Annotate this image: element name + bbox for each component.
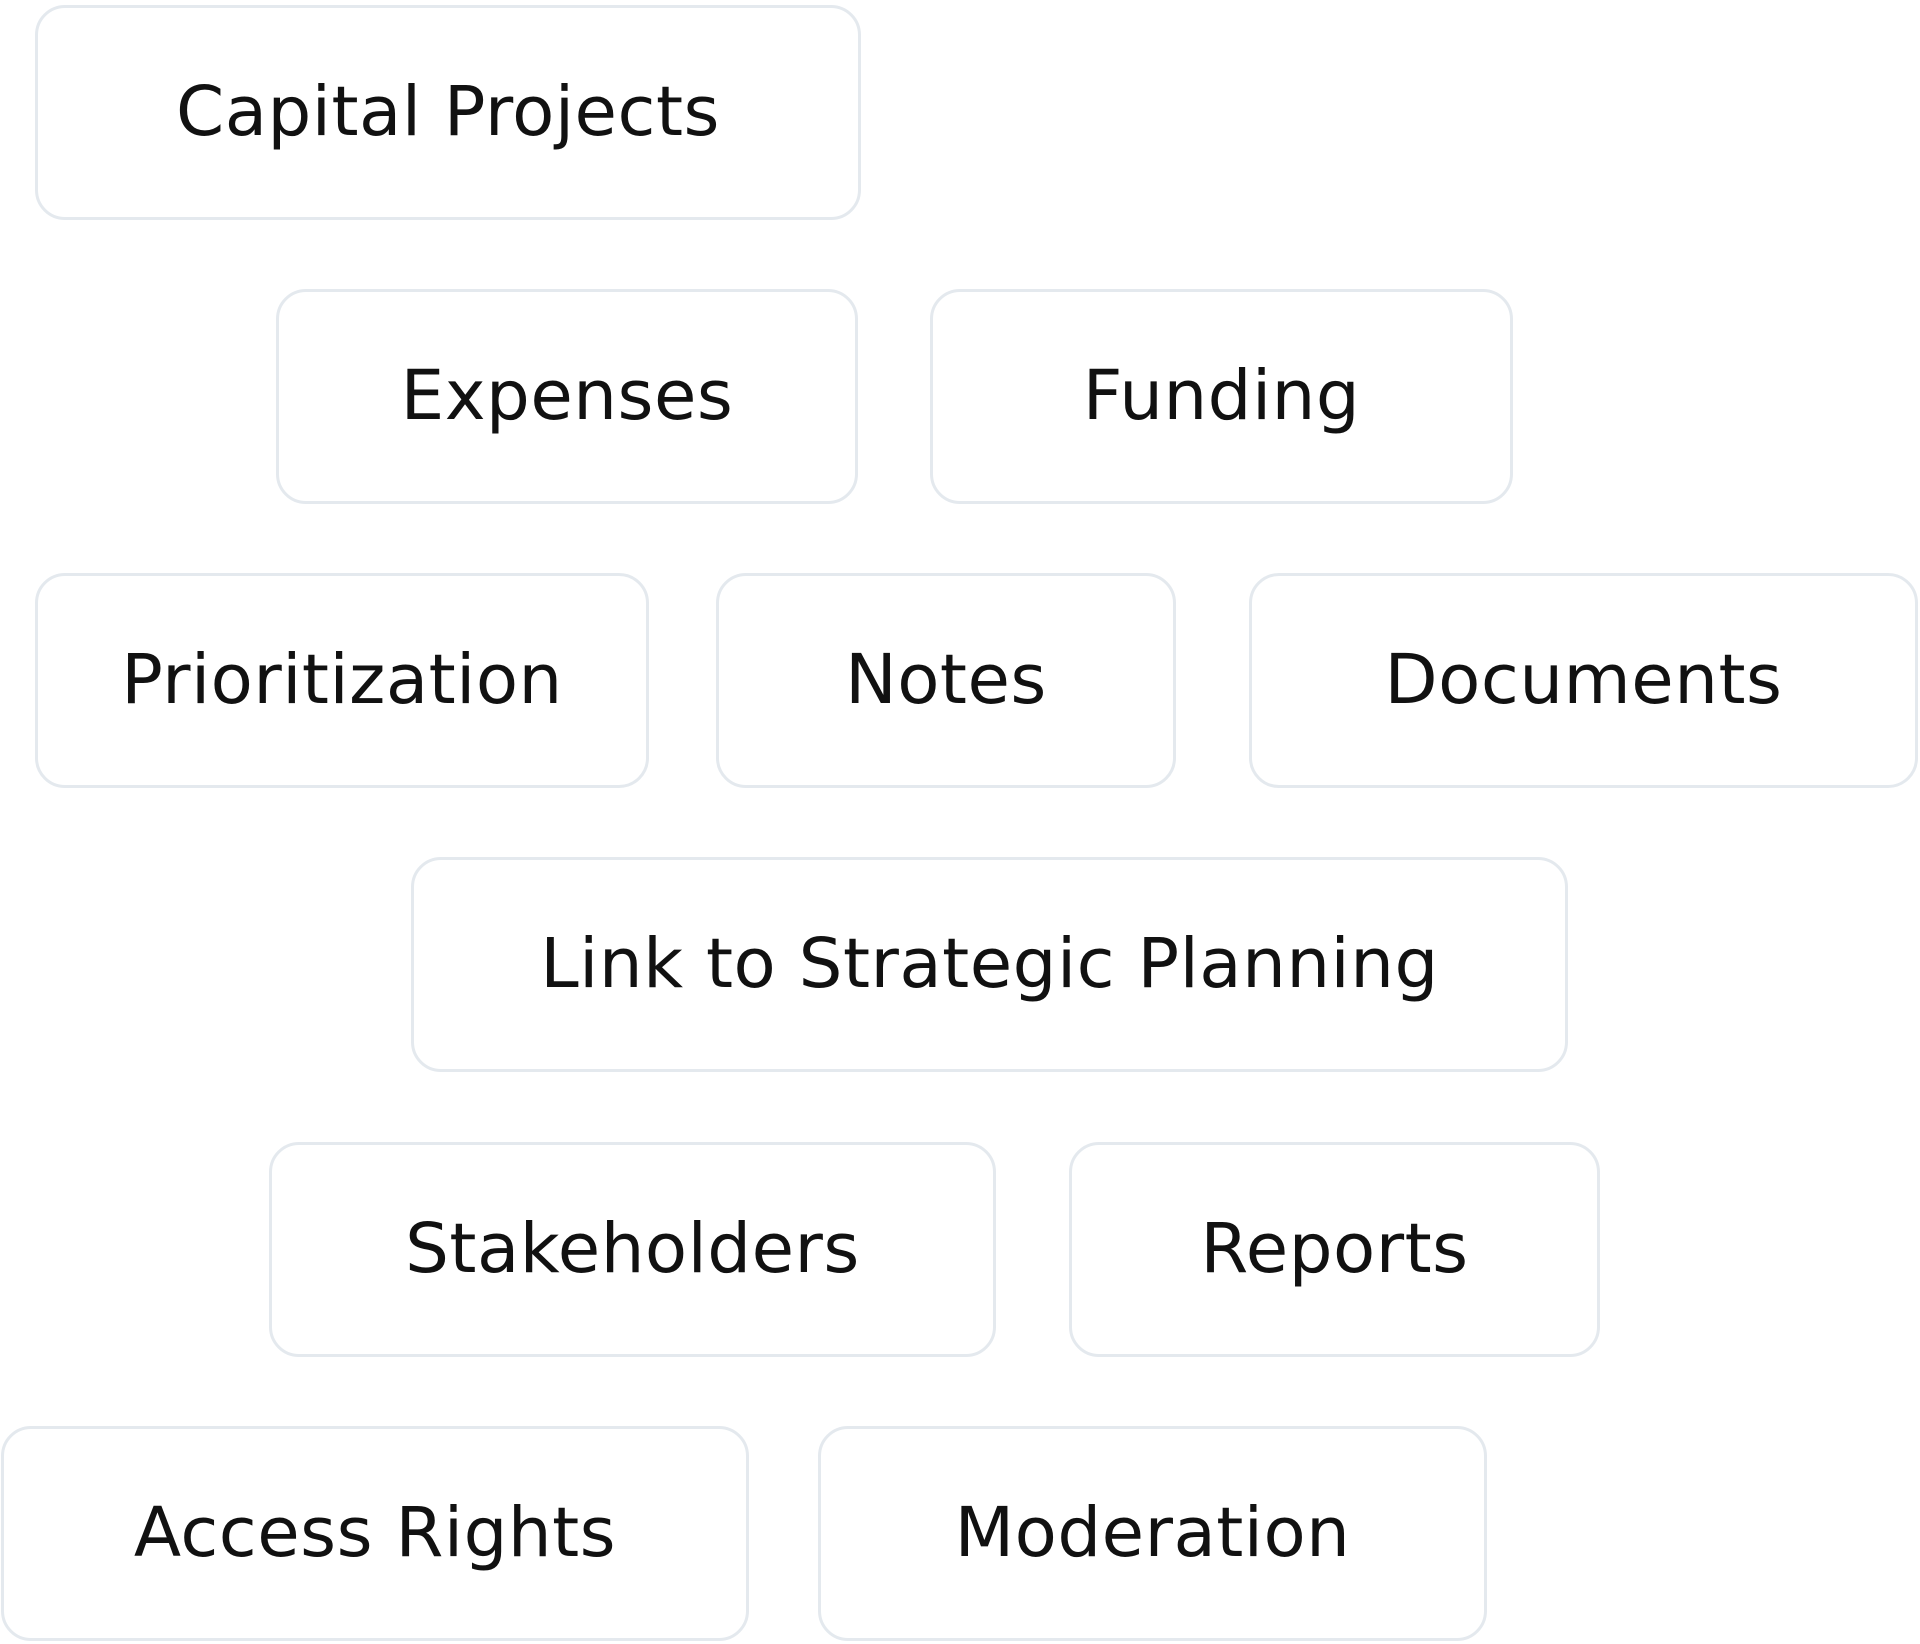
chip-capital-projects[interactable]: Capital Projects bbox=[35, 5, 861, 220]
chip-expenses[interactable]: Expenses bbox=[276, 289, 858, 504]
chip-moderation[interactable]: Moderation bbox=[818, 1426, 1487, 1641]
chip-reports[interactable]: Reports bbox=[1069, 1142, 1600, 1357]
chip-prioritization[interactable]: Prioritization bbox=[35, 573, 649, 788]
chip-label: Prioritization bbox=[121, 640, 563, 720]
chip-funding[interactable]: Funding bbox=[930, 289, 1513, 504]
chip-label: Access Rights bbox=[133, 1493, 617, 1573]
chip-label: Documents bbox=[1384, 640, 1783, 720]
chip-label: Capital Projects bbox=[176, 72, 720, 152]
chip-label: Moderation bbox=[954, 1493, 1351, 1573]
chip-label: Link to Strategic Planning bbox=[540, 924, 1439, 1004]
chip-access-rights[interactable]: Access Rights bbox=[1, 1426, 749, 1641]
chip-notes[interactable]: Notes bbox=[716, 573, 1176, 788]
chip-documents[interactable]: Documents bbox=[1249, 573, 1918, 788]
chip-label: Notes bbox=[845, 640, 1047, 720]
chip-label: Reports bbox=[1200, 1209, 1469, 1289]
chip-label: Funding bbox=[1082, 356, 1361, 436]
chip-link-to-strategic-planning[interactable]: Link to Strategic Planning bbox=[411, 857, 1568, 1072]
chip-label: Stakeholders bbox=[405, 1209, 860, 1289]
chip-label: Expenses bbox=[400, 356, 734, 436]
chip-stakeholders[interactable]: Stakeholders bbox=[269, 1142, 996, 1357]
